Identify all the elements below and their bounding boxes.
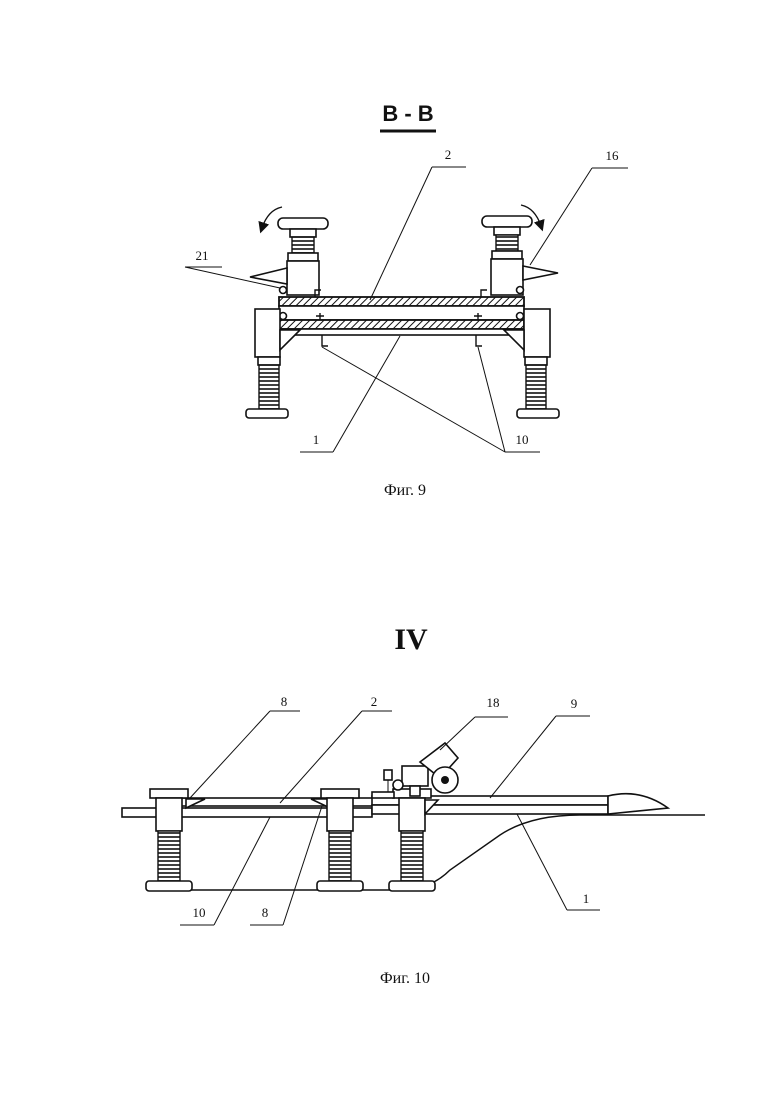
rail-2 <box>279 297 524 306</box>
section-label-b-b: B - B <box>382 101 433 126</box>
leader-10-b <box>478 347 505 452</box>
leader-18 <box>440 717 475 750</box>
rail-gap <box>279 306 524 320</box>
ground-profile <box>150 815 705 890</box>
ski-tip <box>608 794 668 814</box>
rail-1 <box>279 320 524 329</box>
label-18: 18 <box>487 695 500 710</box>
label-1: 1 <box>583 891 590 906</box>
device-18 <box>372 743 458 798</box>
leader-8-top <box>190 711 270 798</box>
label-21: 21 <box>196 248 209 263</box>
label-1: 1 <box>313 432 320 447</box>
figure-9-caption: Фиг. 9 <box>384 482 426 499</box>
hinge-right-lower <box>517 313 524 320</box>
leader-1 <box>517 814 567 910</box>
figure-10-caption: Фиг. 10 <box>380 970 430 987</box>
leader-8-bottom <box>283 806 322 925</box>
label-10: 10 <box>193 905 206 920</box>
label-2: 2 <box>371 694 378 709</box>
hinge-right <box>517 287 524 294</box>
figure-9: B - B <box>185 101 628 499</box>
label-16: 16 <box>606 148 620 163</box>
leader-10-a <box>322 347 505 452</box>
label-8-top: 8 <box>281 694 288 709</box>
label-9: 9 <box>571 696 578 711</box>
upper-jack-right <box>482 216 558 295</box>
section-label-iv: IV <box>394 623 428 656</box>
rail-base <box>279 329 524 335</box>
label-2: 2 <box>445 147 452 162</box>
label-10: 10 <box>516 432 529 447</box>
leader-16 <box>530 168 592 265</box>
hinge-21-left <box>280 287 287 294</box>
label-8-bottom: 8 <box>262 905 269 920</box>
leader-1 <box>333 336 400 452</box>
figure-10: IV <box>122 623 705 987</box>
leader-9 <box>490 716 556 798</box>
leader-2 <box>370 167 432 300</box>
